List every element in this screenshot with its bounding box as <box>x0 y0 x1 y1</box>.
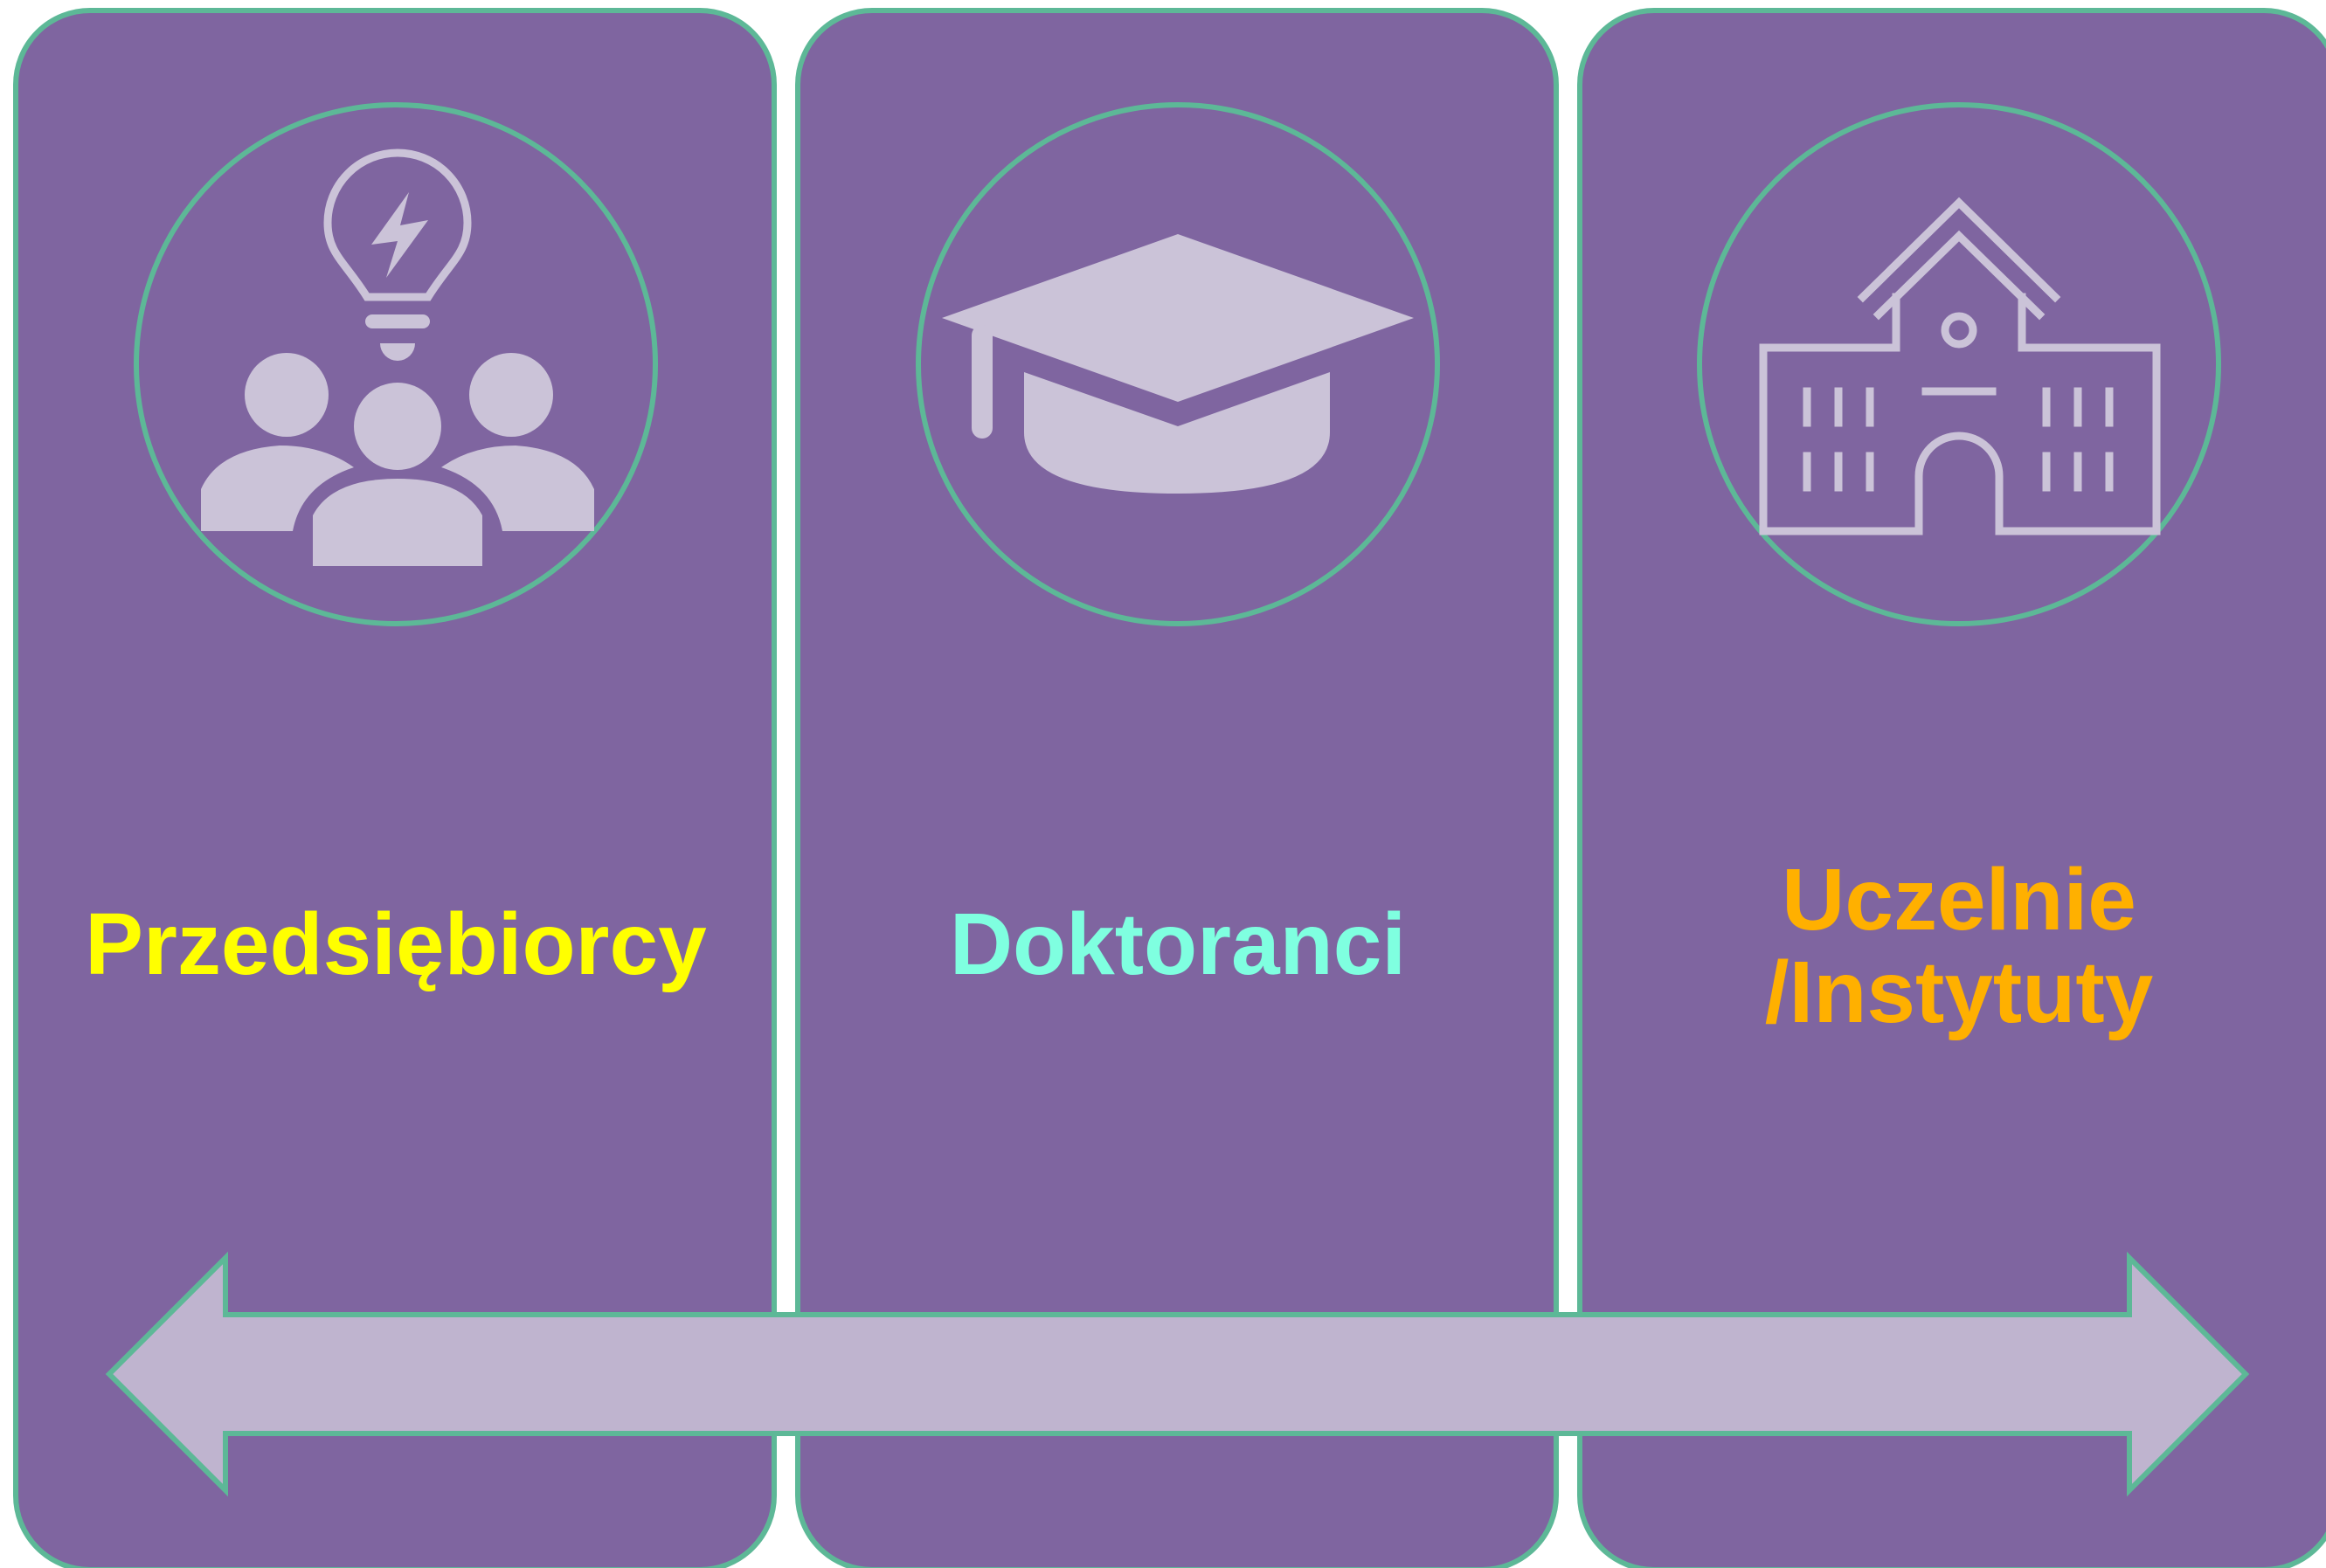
panel-przedsiebiorcy: Przedsiębiorcy <box>13 8 777 1568</box>
double-headed-arrow <box>105 1251 2250 1497</box>
lightbulb-people-icon <box>201 149 594 566</box>
graduation-cap-icon <box>942 234 1414 494</box>
panel-background <box>13 8 777 1568</box>
panel-uczelnie: Uczelnie /Instytuty <box>1577 8 2326 1568</box>
panel-label-doktoranci: Doktoranci <box>950 895 1406 993</box>
icon-ring <box>1697 102 2221 626</box>
panel-label-instytuty: /Instytuty <box>1765 943 2154 1041</box>
university-building-icon <box>1759 197 2161 535</box>
panel-label-przedsiebiorcy: Przedsiębiorcy <box>85 895 707 993</box>
icon-ring <box>134 102 658 626</box>
panel-doktoranci: Doktoranci <box>795 8 1559 1568</box>
panel-label-uczelnie: Uczelnie <box>1782 851 2136 949</box>
icon-ring <box>916 102 1440 626</box>
